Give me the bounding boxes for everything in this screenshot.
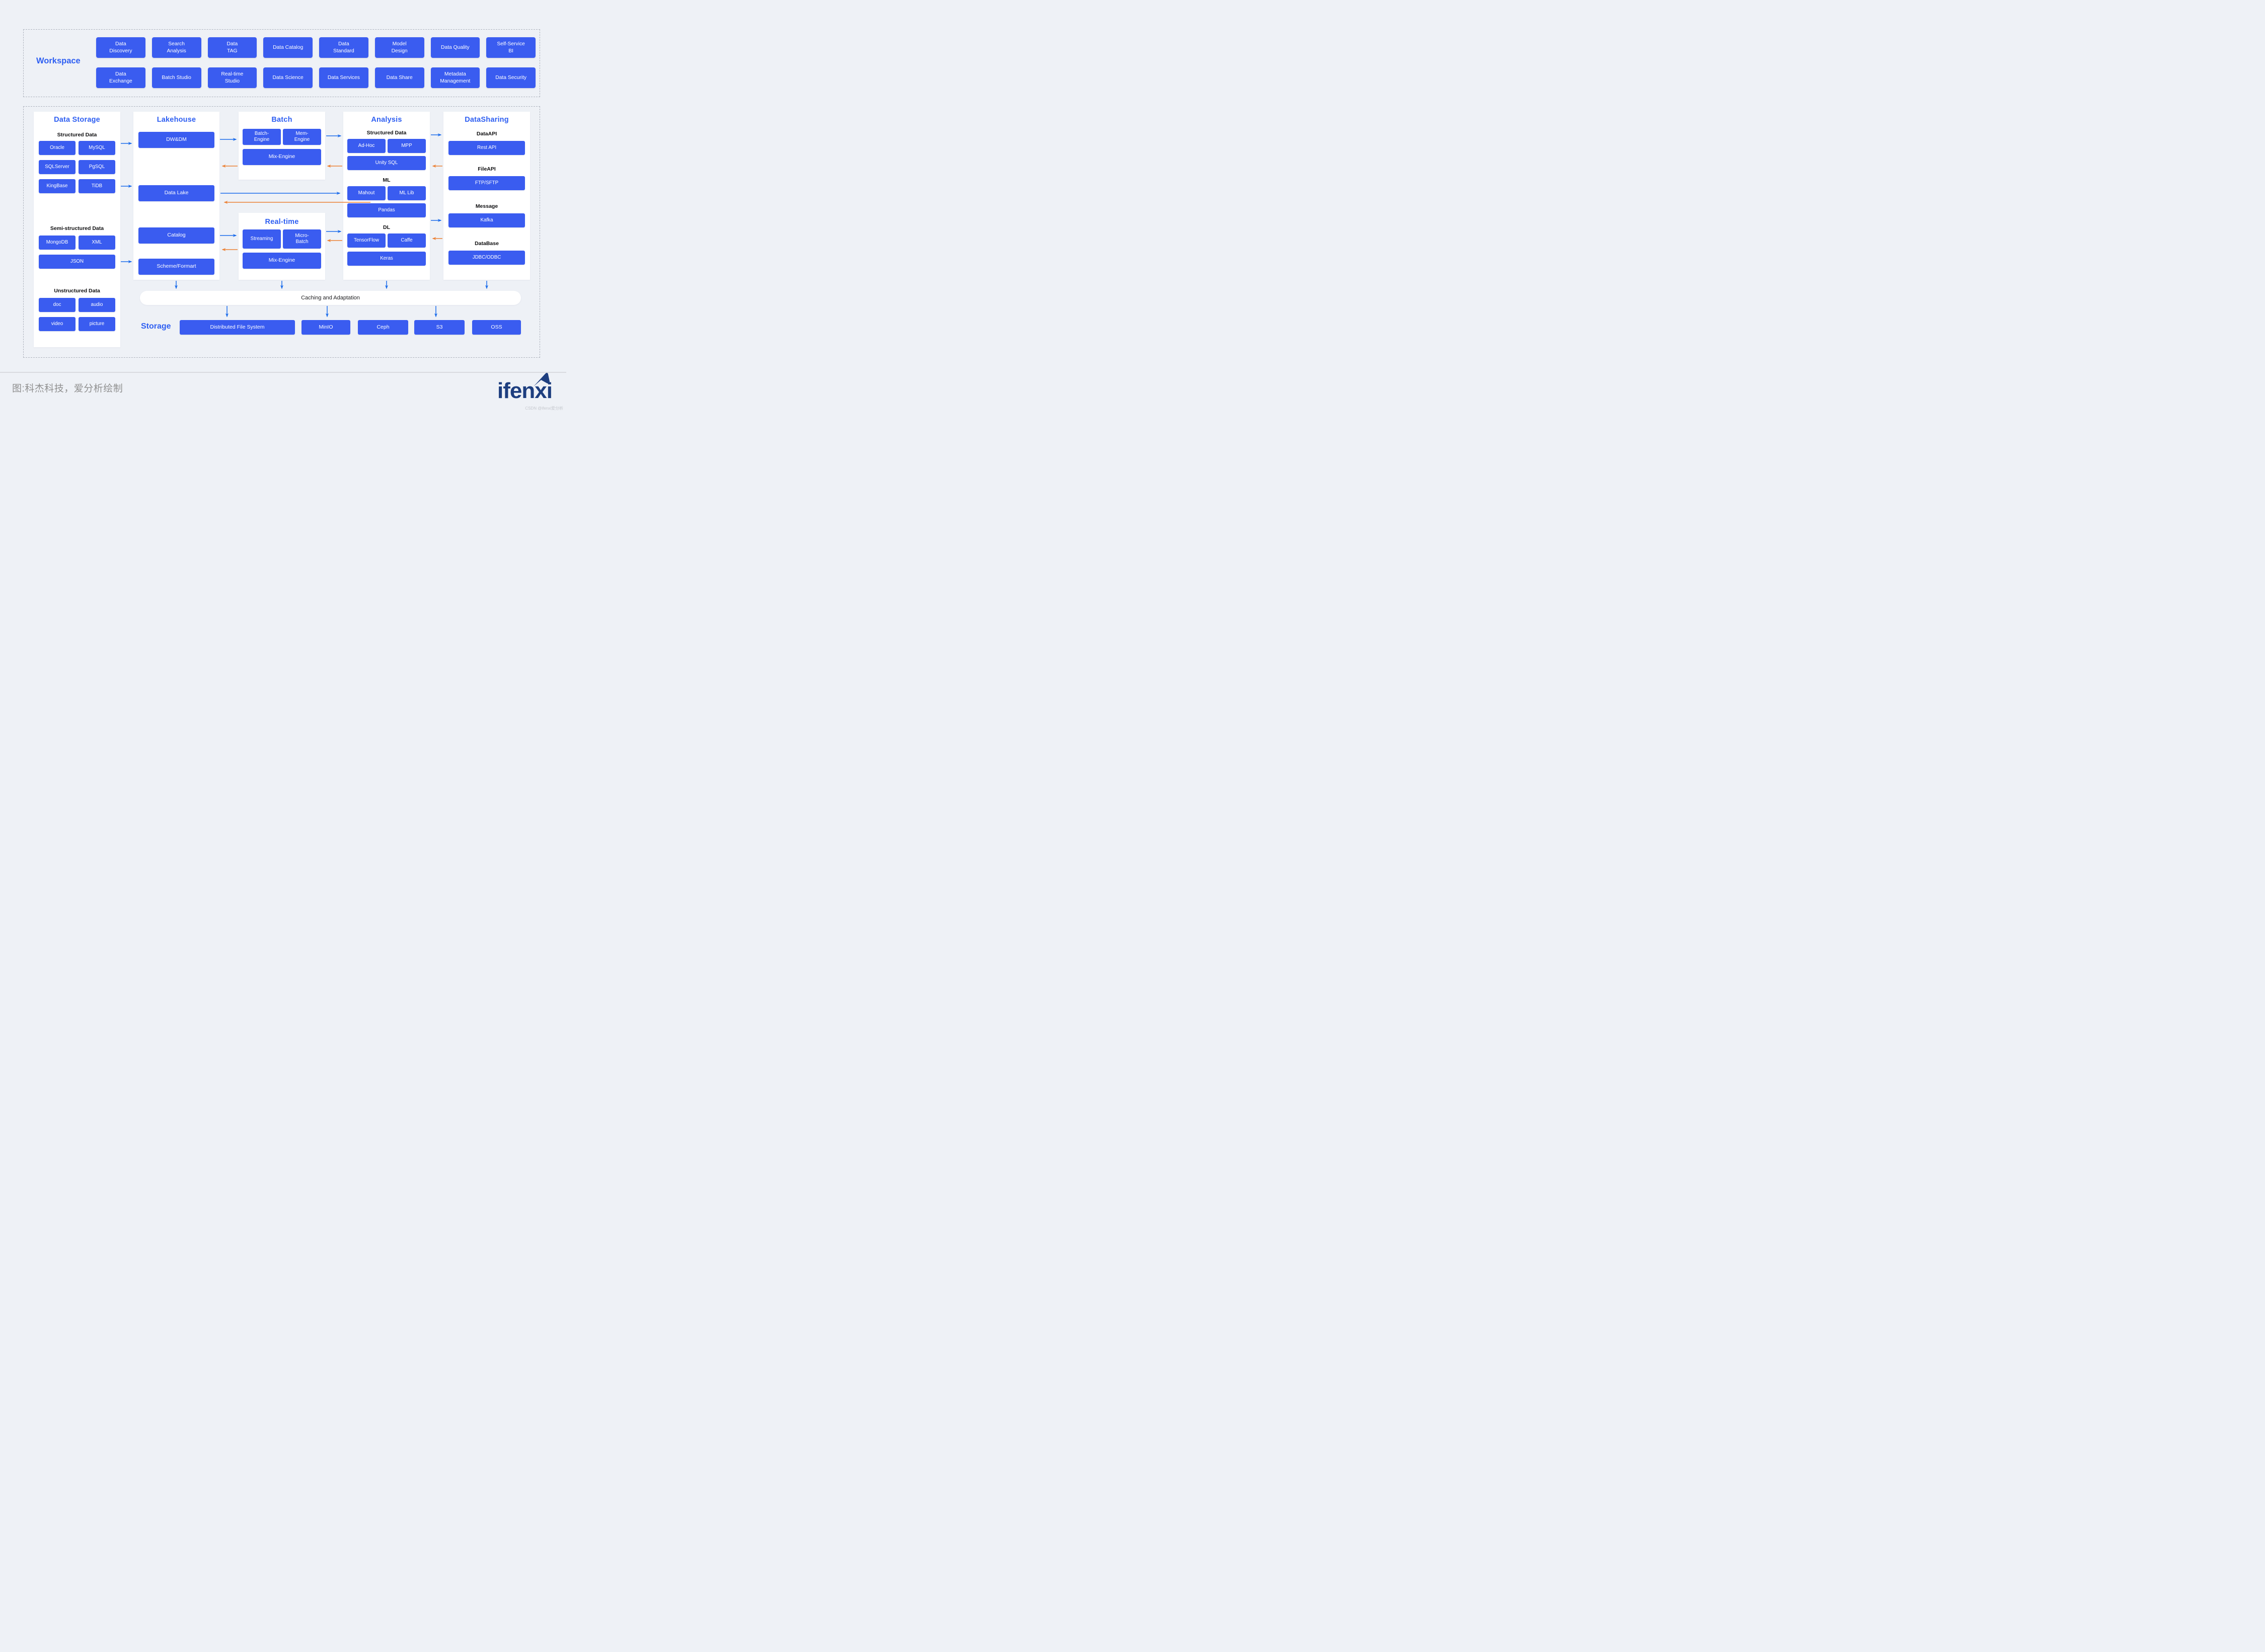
box-doc: doc (39, 298, 76, 312)
workspace-btn-data-share: Data Share (374, 67, 424, 88)
box-mahout: Mahout (347, 186, 386, 200)
heading-dataapi: DataAPI (476, 131, 497, 137)
workspace-btn-search-analysis: Search Analysis (152, 37, 201, 58)
platform-section-border (23, 106, 540, 358)
heading-message: Message (475, 203, 498, 209)
workspace-btn-data-quality: Data Quality (430, 37, 480, 58)
box-distributed-file-system: Distributed File System (180, 320, 295, 335)
workspace-btn-data-standard: Data Standard (319, 37, 368, 58)
workspace-btn-data-security: Data Security (486, 67, 536, 88)
box-pgsql: PgSQL (79, 160, 115, 174)
box-kingbase: KingBase (39, 179, 76, 193)
box-s3: S3 (414, 320, 465, 335)
box-oracle: Oracle (39, 141, 76, 155)
panel-title-lakehouse: Lakehouse (157, 116, 196, 124)
workspace-btn-data-discovery: Data Discovery (96, 37, 145, 58)
workspace-btn-metadata-mgmt: Metadata Management (430, 67, 480, 88)
box-ad-hoc: Ad-Hoc (347, 139, 386, 153)
panel-title-datasharing: DataSharing (465, 116, 509, 124)
heading-analysis-structured: Structured Data (366, 130, 407, 136)
heading-structured-data: Structured Data (57, 132, 97, 138)
box-unity-sql: Unity SQL (347, 156, 426, 170)
workspace-title: Workspace (36, 56, 81, 65)
panel-title-data-storage: Data Storage (54, 116, 100, 124)
box-micro-batch: Micro- Batch (283, 229, 321, 249)
heading-fileapi: FileAPI (478, 166, 496, 172)
workspace-btn-data-services: Data Services (319, 67, 368, 88)
workspace-btn-data-catalog: Data Catalog (263, 37, 313, 58)
box-oss: OSS (472, 320, 521, 335)
box-dw-dm: DW&DM (138, 132, 214, 148)
panel-datasharing: DataSharing DataAPI Rest API FileAPI FTP… (443, 112, 530, 280)
ifenxi-logo-text: ifenxi (497, 378, 553, 403)
box-minio: MinIO (301, 320, 350, 335)
box-jdbc-odbc: JDBC/ODBC (448, 251, 525, 265)
box-kafka: Kafka (448, 213, 525, 227)
box-mongodb: MongoDB (39, 235, 76, 250)
source-caption: 图:科杰科技，爱分析绘制 (12, 383, 123, 394)
panel-data-storage: Data Storage Structured Data Oracle MySQ… (34, 112, 120, 347)
workspace-btn-model-design: Model Design (374, 37, 424, 58)
box-data-lake: Data Lake (138, 185, 214, 201)
heading-database: DataBase (475, 241, 499, 247)
box-pandas: Pandas (347, 203, 426, 217)
box-audio: audio (79, 298, 115, 312)
panel-batch: Batch Batch- Engine Mem- Engine Mix-Engi… (239, 112, 325, 180)
box-tensorflow: TensorFlow (347, 233, 386, 248)
box-mysql: MySQL (79, 141, 115, 155)
ifenxi-logo-arrow-icon (534, 372, 550, 386)
workspace-grid: Data Discovery Search Analysis Data TAG … (96, 37, 536, 88)
box-tidb: TiDB (79, 179, 115, 193)
box-streaming: Streaming (243, 229, 281, 249)
panel-analysis: Analysis Structured Data Ad-Hoc MPP Unit… (343, 112, 430, 280)
workspace-btn-batch-studio: Batch Studio (152, 67, 201, 88)
box-caffe: Caffe (388, 233, 426, 248)
box-picture: picture (79, 317, 115, 331)
workspace-btn-data-science: Data Science (263, 67, 313, 88)
box-scheme-formart: Scheme/Formart (138, 259, 214, 275)
box-catalog: Catalog (138, 227, 214, 244)
box-rest-api: Rest API (448, 141, 525, 155)
box-batch-engine: Batch- Engine (243, 129, 281, 145)
workspace-btn-data-exchange: Data Exchange (96, 67, 145, 88)
storage-row-label: Storage (141, 322, 171, 331)
box-keras: Keras (347, 252, 426, 266)
csdn-watermark: CSDN @ifenxi爱分析 (525, 406, 563, 411)
workspace-section-border (23, 29, 540, 97)
panel-lakehouse: Lakehouse DW&DM Data Lake Catalog Scheme… (133, 112, 219, 280)
box-ml-lib: ML Lib (388, 186, 426, 200)
panel-title-batch: Batch (271, 116, 292, 124)
heading-unstructured-data: Unstructured Data (54, 288, 100, 294)
box-batch-mix-engine: Mix-Engine (243, 149, 321, 165)
heading-analysis-ml: ML (383, 177, 391, 183)
heading-analysis-dl: DL (383, 224, 390, 230)
panel-title-realtime: Real-time (265, 218, 299, 226)
box-mpp: MPP (388, 139, 426, 153)
box-mem-engine: Mem- Engine (283, 129, 321, 145)
box-sqlserver: SQLServer (39, 160, 76, 174)
workspace-btn-self-service-bi: Self-Service BI (486, 37, 536, 58)
box-video: video (39, 317, 76, 331)
box-realtime-mix-engine: Mix-Engine (243, 253, 321, 269)
footer-divider (0, 372, 566, 373)
diagram-canvas: Workspace Data Discovery Search Analysis… (0, 0, 566, 413)
heading-semi-structured-data: Semi-structured Data (50, 225, 104, 231)
panel-title-analysis: Analysis (371, 116, 402, 124)
box-ceph: Ceph (358, 320, 408, 335)
caching-adaptation-bar: Caching and Adaptation (140, 291, 521, 305)
box-xml: XML (79, 235, 115, 250)
workspace-btn-data-tag: Data TAG (207, 37, 257, 58)
workspace-btn-realtime-studio: Real-time Studio (207, 67, 257, 88)
box-json: JSON (39, 255, 115, 269)
box-ftp-sftp: FTP/SFTP (448, 176, 525, 190)
panel-realtime: Real-time Streaming Micro- Batch Mix-Eng… (239, 213, 325, 280)
